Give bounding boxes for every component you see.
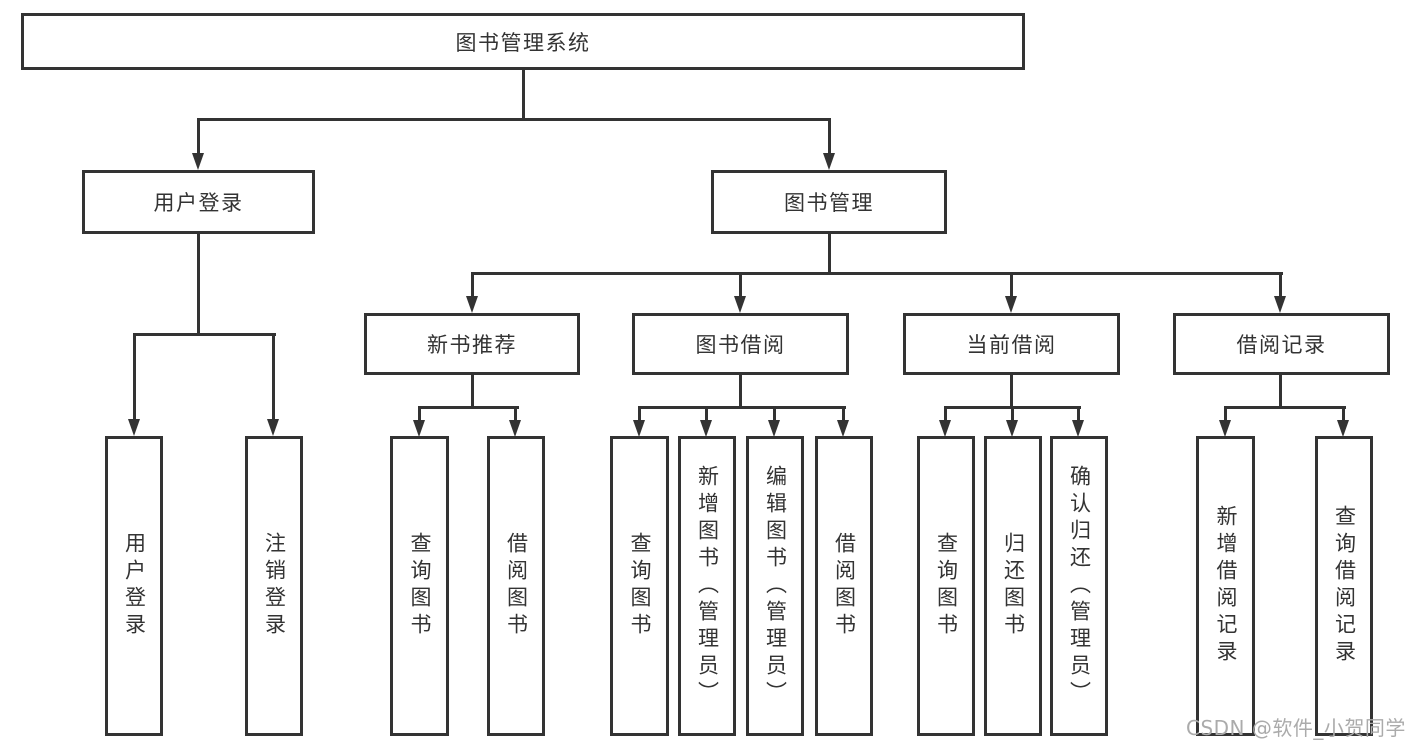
node-label: 图书管理系统 <box>455 30 591 55</box>
arrowhead-down-icon <box>1274 296 1286 313</box>
leaf-query-borrow-record: 查询借阅记录 <box>1315 436 1373 736</box>
arrowhead-down-icon <box>128 419 140 436</box>
node-label: 新增图书（管理员） <box>695 464 720 708</box>
node-label: 当前借阅 <box>966 333 1057 357</box>
node-borrowing-records: 借阅记录 <box>1173 313 1390 375</box>
connector-vline <box>773 406 776 422</box>
connector-vline <box>1279 374 1282 408</box>
connector-vline <box>471 374 474 408</box>
arrowhead-down-icon <box>1219 420 1231 437</box>
connector-vline <box>739 272 742 299</box>
node-label: 借阅记录 <box>1236 333 1327 357</box>
node-book-management: 图书管理 <box>711 170 947 234</box>
arrowhead-down-icon <box>837 420 849 437</box>
node-label: 图书管理 <box>784 191 874 215</box>
leaf-logout: 注销登录 <box>245 436 303 736</box>
node-library-management-system: 图书管理系统 <box>21 13 1025 70</box>
connector-vline <box>514 406 517 422</box>
node-label: 查询图书 <box>934 532 959 640</box>
connector-vline <box>1077 406 1080 422</box>
connector-vline <box>944 406 947 422</box>
node-label: 用户登录 <box>122 532 147 640</box>
connector-vline <box>1224 406 1227 422</box>
leaf-borrow-books-borrowing: 借阅图书 <box>815 436 873 736</box>
node-label: 归还图书 <box>1001 532 1026 640</box>
leaf-query-books-borrowing: 查询图书 <box>610 436 669 736</box>
connector-vline <box>1011 406 1014 422</box>
node-label: 借阅图书 <box>832 532 857 640</box>
node-label: 编辑图书（管理员） <box>763 464 788 708</box>
node-label: 用户登录 <box>153 191 244 215</box>
connector-vline <box>739 374 742 408</box>
arrowhead-down-icon <box>823 153 835 170</box>
connector-hline <box>471 272 1283 275</box>
connector-vline <box>418 406 421 422</box>
arrowhead-down-icon <box>1005 296 1017 313</box>
connector-hline <box>418 406 519 409</box>
arrowhead-down-icon <box>734 296 746 313</box>
arrowhead-down-icon <box>1337 420 1349 437</box>
connector-vline <box>197 233 200 335</box>
arrowhead-down-icon <box>768 420 780 437</box>
arrowhead-down-icon <box>509 420 521 437</box>
connector-vline <box>828 118 831 158</box>
connector-vline <box>1279 272 1282 299</box>
connector-vline <box>522 69 525 120</box>
arrowhead-down-icon <box>1072 420 1084 437</box>
leaf-borrow-books-recommend: 借阅图书 <box>487 436 545 736</box>
leaf-edit-book-admin: 编辑图书（管理员） <box>746 436 804 736</box>
node-user-login: 用户登录 <box>82 170 315 234</box>
connector-hline <box>197 118 831 121</box>
arrowhead-down-icon <box>700 420 712 437</box>
arrowhead-down-icon <box>192 153 204 170</box>
connector-vline <box>638 406 641 422</box>
node-label: 确认归还（管理员） <box>1067 464 1092 708</box>
connector-hline <box>133 333 276 336</box>
arrowhead-down-icon <box>466 296 478 313</box>
arrowhead-down-icon <box>267 419 279 436</box>
connector-vline <box>133 333 136 422</box>
node-label: 查询借阅记录 <box>1332 505 1357 667</box>
node-current-borrowing: 当前借阅 <box>903 313 1120 375</box>
leaf-add-borrow-record: 新增借阅记录 <box>1196 436 1255 736</box>
arrowhead-down-icon <box>413 420 425 437</box>
leaf-add-book-admin: 新增图书（管理员） <box>678 436 736 736</box>
connector-vline <box>272 333 275 422</box>
node-book-borrowing: 图书借阅 <box>632 313 849 375</box>
leaf-return-book: 归还图书 <box>984 436 1042 736</box>
node-label: 新增借阅记录 <box>1214 505 1238 667</box>
connector-vline <box>1010 272 1013 299</box>
node-label: 查询图书 <box>628 532 652 640</box>
connector-vline <box>1010 374 1013 408</box>
leaf-query-books-recommend: 查询图书 <box>390 436 449 736</box>
connector-hline <box>638 406 846 409</box>
leaf-confirm-return-admin: 确认归还（管理员） <box>1050 436 1108 736</box>
arrowhead-down-icon <box>1006 420 1018 437</box>
node-label: 借阅图书 <box>504 532 529 640</box>
connector-vline <box>705 406 708 422</box>
node-new-book-recommendation: 新书推荐 <box>364 313 580 375</box>
node-label: 查询图书 <box>408 532 432 640</box>
node-label: 新书推荐 <box>427 333 517 357</box>
connector-vline <box>471 272 474 299</box>
arrowhead-down-icon <box>633 420 645 437</box>
connector-vline <box>1342 406 1345 422</box>
leaf-user-login: 用户登录 <box>105 436 163 736</box>
connector-vline <box>828 233 831 274</box>
connector-vline <box>842 406 845 422</box>
connector-vline <box>197 118 200 158</box>
node-label: 图书借阅 <box>695 333 786 357</box>
arrowhead-down-icon <box>939 420 951 437</box>
node-label: 注销登录 <box>262 532 287 640</box>
connector-hline <box>1224 406 1346 409</box>
watermark: CSDN @软件_小贺同学 <box>1186 716 1405 740</box>
leaf-query-books-current: 查询图书 <box>917 436 975 736</box>
